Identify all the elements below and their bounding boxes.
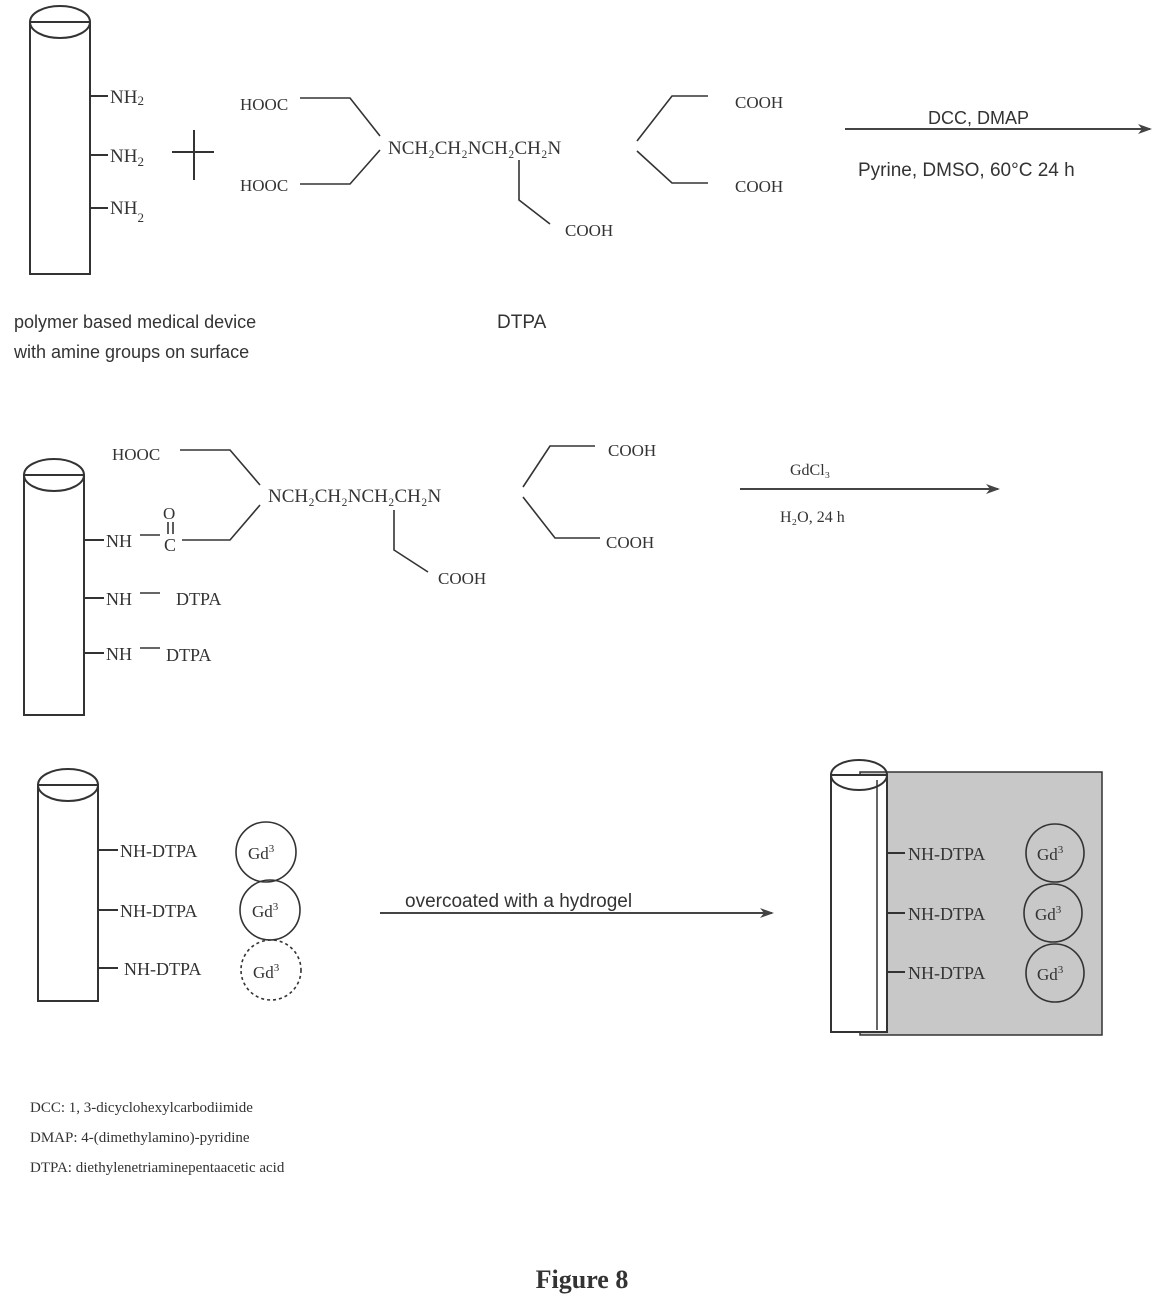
gd-ion: Gd3 xyxy=(252,901,279,921)
step3-reaction-arrow: overcoated with a hydrogel xyxy=(380,891,774,918)
step3-gd-complexes: NH-DTPA NH-DTPA NH-DTPA Gd3 Gd3 Gd3 xyxy=(98,821,302,1001)
step2-reaction-arrow: GdCl₃ H₂O, 24 h xyxy=(740,462,1000,526)
overcoat-label: overcoated with a hydrogel xyxy=(405,891,632,912)
hooc-top: HOOC xyxy=(240,95,288,114)
dtpa-backbone: NCH₂CH₂NCH₂CH₂N xyxy=(268,486,442,507)
hooc: HOOC xyxy=(112,445,160,464)
step2-substituents: NH NH NH C O DTPA DTPA xyxy=(84,504,221,665)
step3-device-cylinder xyxy=(37,768,99,1002)
abbreviation-legend: DCC: 1, 3-dicyclohexylcarbodiimide DMAP:… xyxy=(30,1100,285,1176)
dtpa-label: DTPA xyxy=(176,589,221,609)
gd-ion: Gd3 xyxy=(1037,964,1064,984)
step1-reaction-arrow: DCC, DMAP Pyrine, DMSO, 60°C 24 h xyxy=(845,108,1152,181)
figure-title: Figure 8 xyxy=(536,1265,629,1294)
cooh-bottom: COOH xyxy=(438,569,486,588)
amine-label: NH2 xyxy=(110,87,144,108)
reagents-above: DCC, DMAP xyxy=(928,108,1029,128)
dtpa-caption: DTPA xyxy=(497,312,547,333)
cooh-top: COOH xyxy=(608,441,656,460)
cooh-right: COOH xyxy=(606,533,654,552)
gd-ion: Gd3 xyxy=(1037,844,1064,864)
dtpa-backbone: NCH₂CH₂NCH₂CH₂N xyxy=(388,138,562,159)
device-caption: polymer based medical device xyxy=(14,312,256,332)
legend-dtpa: DTPA: diethylenetriaminepentaacetic acid xyxy=(30,1160,285,1176)
nh-label: NH xyxy=(106,589,132,609)
nh-dtpa-label: NH-DTPA xyxy=(908,963,985,983)
reagents-below: Pyrine, DMSO, 60°C 24 h xyxy=(858,160,1075,181)
step2-device-cylinder xyxy=(23,458,85,716)
step2-dtpa-conjugate: HOOC NCH₂CH₂NCH₂CH₂N COOH COOH COOH xyxy=(112,441,656,588)
amine-label: NH2 xyxy=(110,198,144,225)
dtpa-molecule: HOOC HOOC NCH₂CH₂NCH₂CH₂N COOH COOH COOH xyxy=(240,93,783,240)
step1-amine-groups: NH2 NH2 NH2 xyxy=(90,87,144,225)
dtpa-label: DTPA xyxy=(166,645,211,665)
gd-ion: Gd3 xyxy=(248,843,275,863)
device-caption: with amine groups on surface xyxy=(13,342,249,362)
cooh-right: COOH xyxy=(735,177,783,196)
reagent-above: GdCl₃ xyxy=(790,462,830,479)
step1-device-cylinder xyxy=(29,5,91,275)
nh-dtpa-label: NH-DTPA xyxy=(908,904,985,924)
carbonyl-o: O xyxy=(163,504,175,523)
nh-dtpa-label: NH-DTPA xyxy=(124,959,201,979)
amine-label: NH2 xyxy=(110,146,144,169)
hydrogel-layer xyxy=(859,771,1103,1036)
legend-dmap: DMAP: 4-(dimethylamino)-pyridine xyxy=(30,1130,250,1146)
nh-label: NH xyxy=(106,644,132,664)
nh-dtpa-label: NH-DTPA xyxy=(120,901,197,921)
nh-dtpa-label: NH-DTPA xyxy=(120,841,197,861)
gd-ion: Gd3 xyxy=(1035,904,1062,924)
cooh-bottom: COOH xyxy=(565,221,613,240)
hydrogel-coated-device: NH-DTPA NH-DTPA NH-DTPA Gd3 Gd3 Gd3 xyxy=(830,759,1103,1036)
nh-dtpa-label: NH-DTPA xyxy=(908,844,985,864)
reagent-below: H₂O, 24 h xyxy=(780,509,845,526)
plus-sign xyxy=(172,130,214,180)
nh-label: NH xyxy=(106,531,132,551)
cooh-top: COOH xyxy=(735,93,783,112)
hooc-bottom: HOOC xyxy=(240,176,288,195)
legend-dcc: DCC: 1, 3-dicyclohexylcarbodiimide xyxy=(30,1100,253,1116)
carbonyl-c: C xyxy=(164,535,176,555)
gd-ion: Gd3 xyxy=(253,962,280,982)
